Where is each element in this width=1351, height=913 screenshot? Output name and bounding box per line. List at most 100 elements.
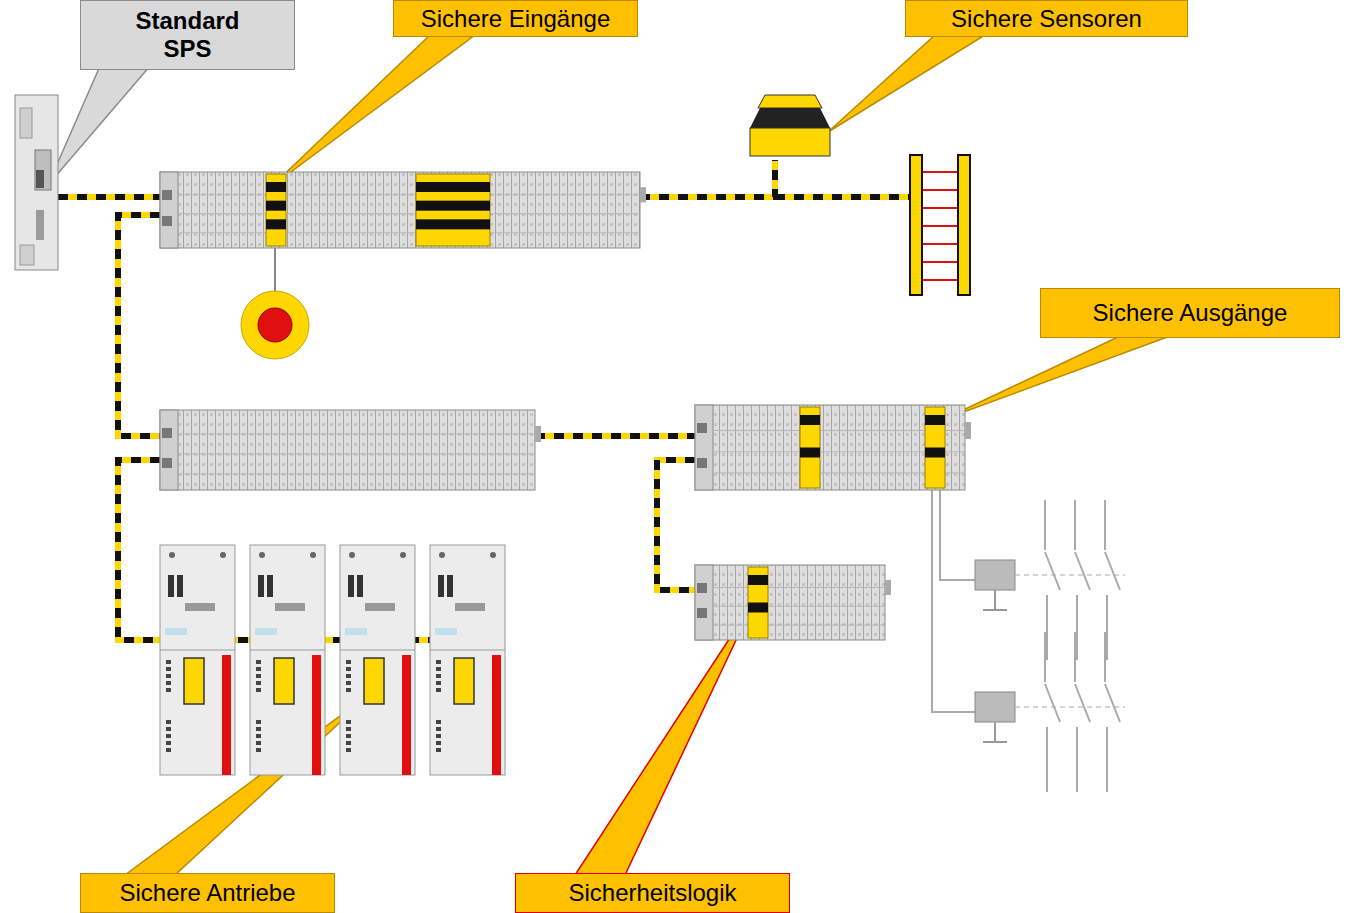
servo-drive: [340, 545, 415, 775]
terminal: [256, 748, 261, 752]
drive-housing: [250, 545, 325, 775]
terminal: [166, 667, 171, 671]
safety-card: [454, 658, 474, 704]
mount-hole: [490, 552, 496, 558]
rail-band: [713, 625, 885, 626]
bus-cable: [775, 194, 910, 200]
module-terminal: [416, 201, 490, 211]
drive-slot: [365, 603, 395, 611]
mount-hole: [169, 552, 175, 558]
terminal: [346, 748, 351, 752]
drive-display: [447, 575, 453, 597]
drive-housing: [430, 545, 505, 775]
callout-label: Sichere Eingänge: [421, 5, 610, 33]
contact-wire: [1076, 595, 1078, 660]
light-curtain: [910, 155, 970, 295]
callout-box: Standard SPS: [80, 0, 295, 70]
estop-housing: [241, 291, 309, 359]
terminal: [436, 734, 441, 738]
callout-box: Sichere Sensoren: [905, 0, 1188, 37]
wire: [994, 722, 996, 742]
terminal: [436, 748, 441, 752]
plc-housing: [15, 95, 58, 270]
safety-logic-rail: [695, 565, 891, 640]
safety-module: [800, 407, 820, 488]
terminal: [436, 681, 441, 685]
callout-box: Sichere Ausgänge: [1040, 288, 1340, 338]
terminal: [346, 674, 351, 678]
bus-cable: [58, 194, 160, 200]
terminal: [346, 660, 351, 664]
drive-led: [165, 628, 187, 635]
plc-panel: [35, 150, 51, 190]
terminal: [346, 727, 351, 731]
callout-pointer: [942, 336, 1170, 420]
contact-wire: [1074, 632, 1076, 682]
port: [697, 608, 707, 618]
port: [162, 458, 172, 468]
terminal: [256, 660, 261, 664]
callout-box: Sichere Antriebe: [80, 873, 335, 913]
drive-housing: [160, 545, 235, 775]
terminal: [436, 727, 441, 731]
safety-card: [274, 658, 294, 704]
light-beam: [922, 243, 958, 245]
io-rail: [695, 565, 885, 640]
end-cap: [640, 187, 646, 202]
terminal: [166, 727, 171, 731]
drive-led: [345, 628, 367, 635]
mount-hole: [400, 552, 406, 558]
safety-module: [748, 567, 768, 638]
terminal: [256, 720, 261, 724]
contact-wire: [1104, 632, 1106, 682]
drive-led: [255, 628, 277, 635]
bus-cable: [657, 460, 695, 590]
bus-cable: [775, 194, 910, 200]
terminal: [256, 688, 261, 692]
bus-cable: [640, 160, 775, 197]
module-terminal: [416, 219, 490, 229]
io-rail: [160, 172, 640, 248]
rail-band: [178, 213, 640, 214]
module-terminal: [748, 575, 768, 585]
port: [697, 423, 707, 433]
module-terminal: [266, 201, 286, 211]
terminal: [256, 681, 261, 685]
terminal: [166, 734, 171, 738]
terminal: [166, 720, 171, 724]
module-terminal: [925, 448, 945, 458]
module-terminal: [266, 219, 286, 229]
callout-box: Sichere Eingänge: [393, 0, 638, 37]
terminal: [166, 748, 171, 752]
bus-cable: [118, 215, 160, 436]
callout-label: Standard SPS: [125, 7, 250, 62]
terminal: [166, 674, 171, 678]
ground: [983, 609, 1007, 611]
bus-cable: [58, 194, 160, 200]
drive-strip: [492, 655, 501, 775]
module-terminal: [925, 415, 945, 425]
safety-card: [364, 658, 384, 704]
drive-display: [348, 575, 354, 597]
drive-split: [340, 650, 415, 651]
safety-card: [184, 658, 204, 704]
contactor: [975, 632, 1125, 792]
bus-cable: [118, 215, 160, 436]
safety-module: [416, 174, 490, 246]
contactor-coil: [975, 560, 1015, 590]
drive-display: [168, 575, 174, 597]
contact-blade: [1075, 684, 1090, 722]
callout-label: Sichere Ausgänge: [1093, 299, 1288, 327]
plc-panel: [20, 245, 34, 265]
terminal: [166, 681, 171, 685]
light-beam: [922, 189, 958, 191]
drive-led: [435, 628, 457, 635]
drive-strip: [312, 655, 321, 775]
rail-band: [178, 194, 640, 195]
port: [697, 458, 707, 468]
contact-blade: [1105, 684, 1120, 722]
contact-blade: [1045, 684, 1060, 722]
drive-display: [357, 575, 363, 597]
mount-hole: [259, 552, 265, 558]
callout-box: Sicherheitslogik: [515, 873, 790, 913]
